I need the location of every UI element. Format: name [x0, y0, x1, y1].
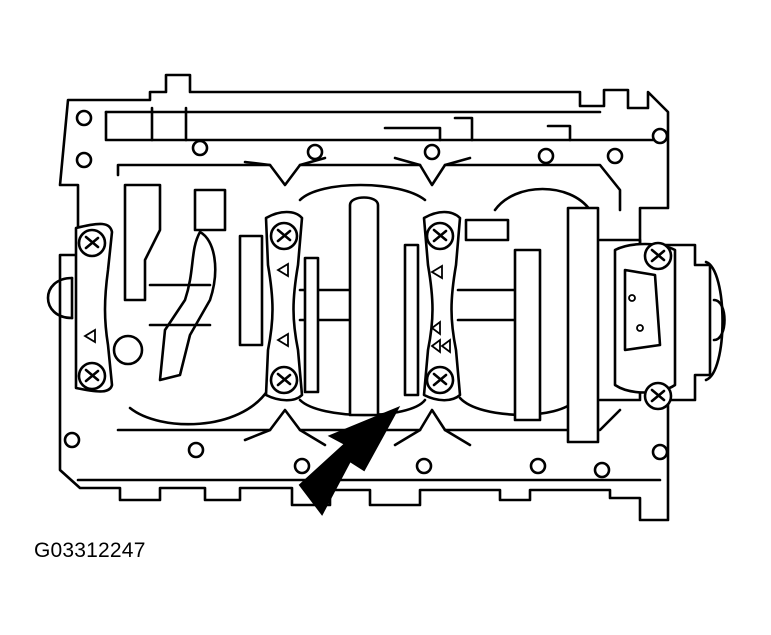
crankshaft	[46, 183, 726, 444]
main-bearing-cap-4	[613, 241, 677, 411]
figure-code: G03312247	[34, 539, 146, 562]
main-bearing-cap-2	[264, 210, 304, 402]
block-outline	[58, 73, 712, 522]
flange-bolt-holes	[63, 109, 669, 479]
main-bearing-cap-3	[422, 210, 462, 402]
arrow-icon	[298, 405, 401, 516]
cylinder-bays	[116, 156, 622, 447]
main-bearing-cap-1	[74, 222, 114, 393]
